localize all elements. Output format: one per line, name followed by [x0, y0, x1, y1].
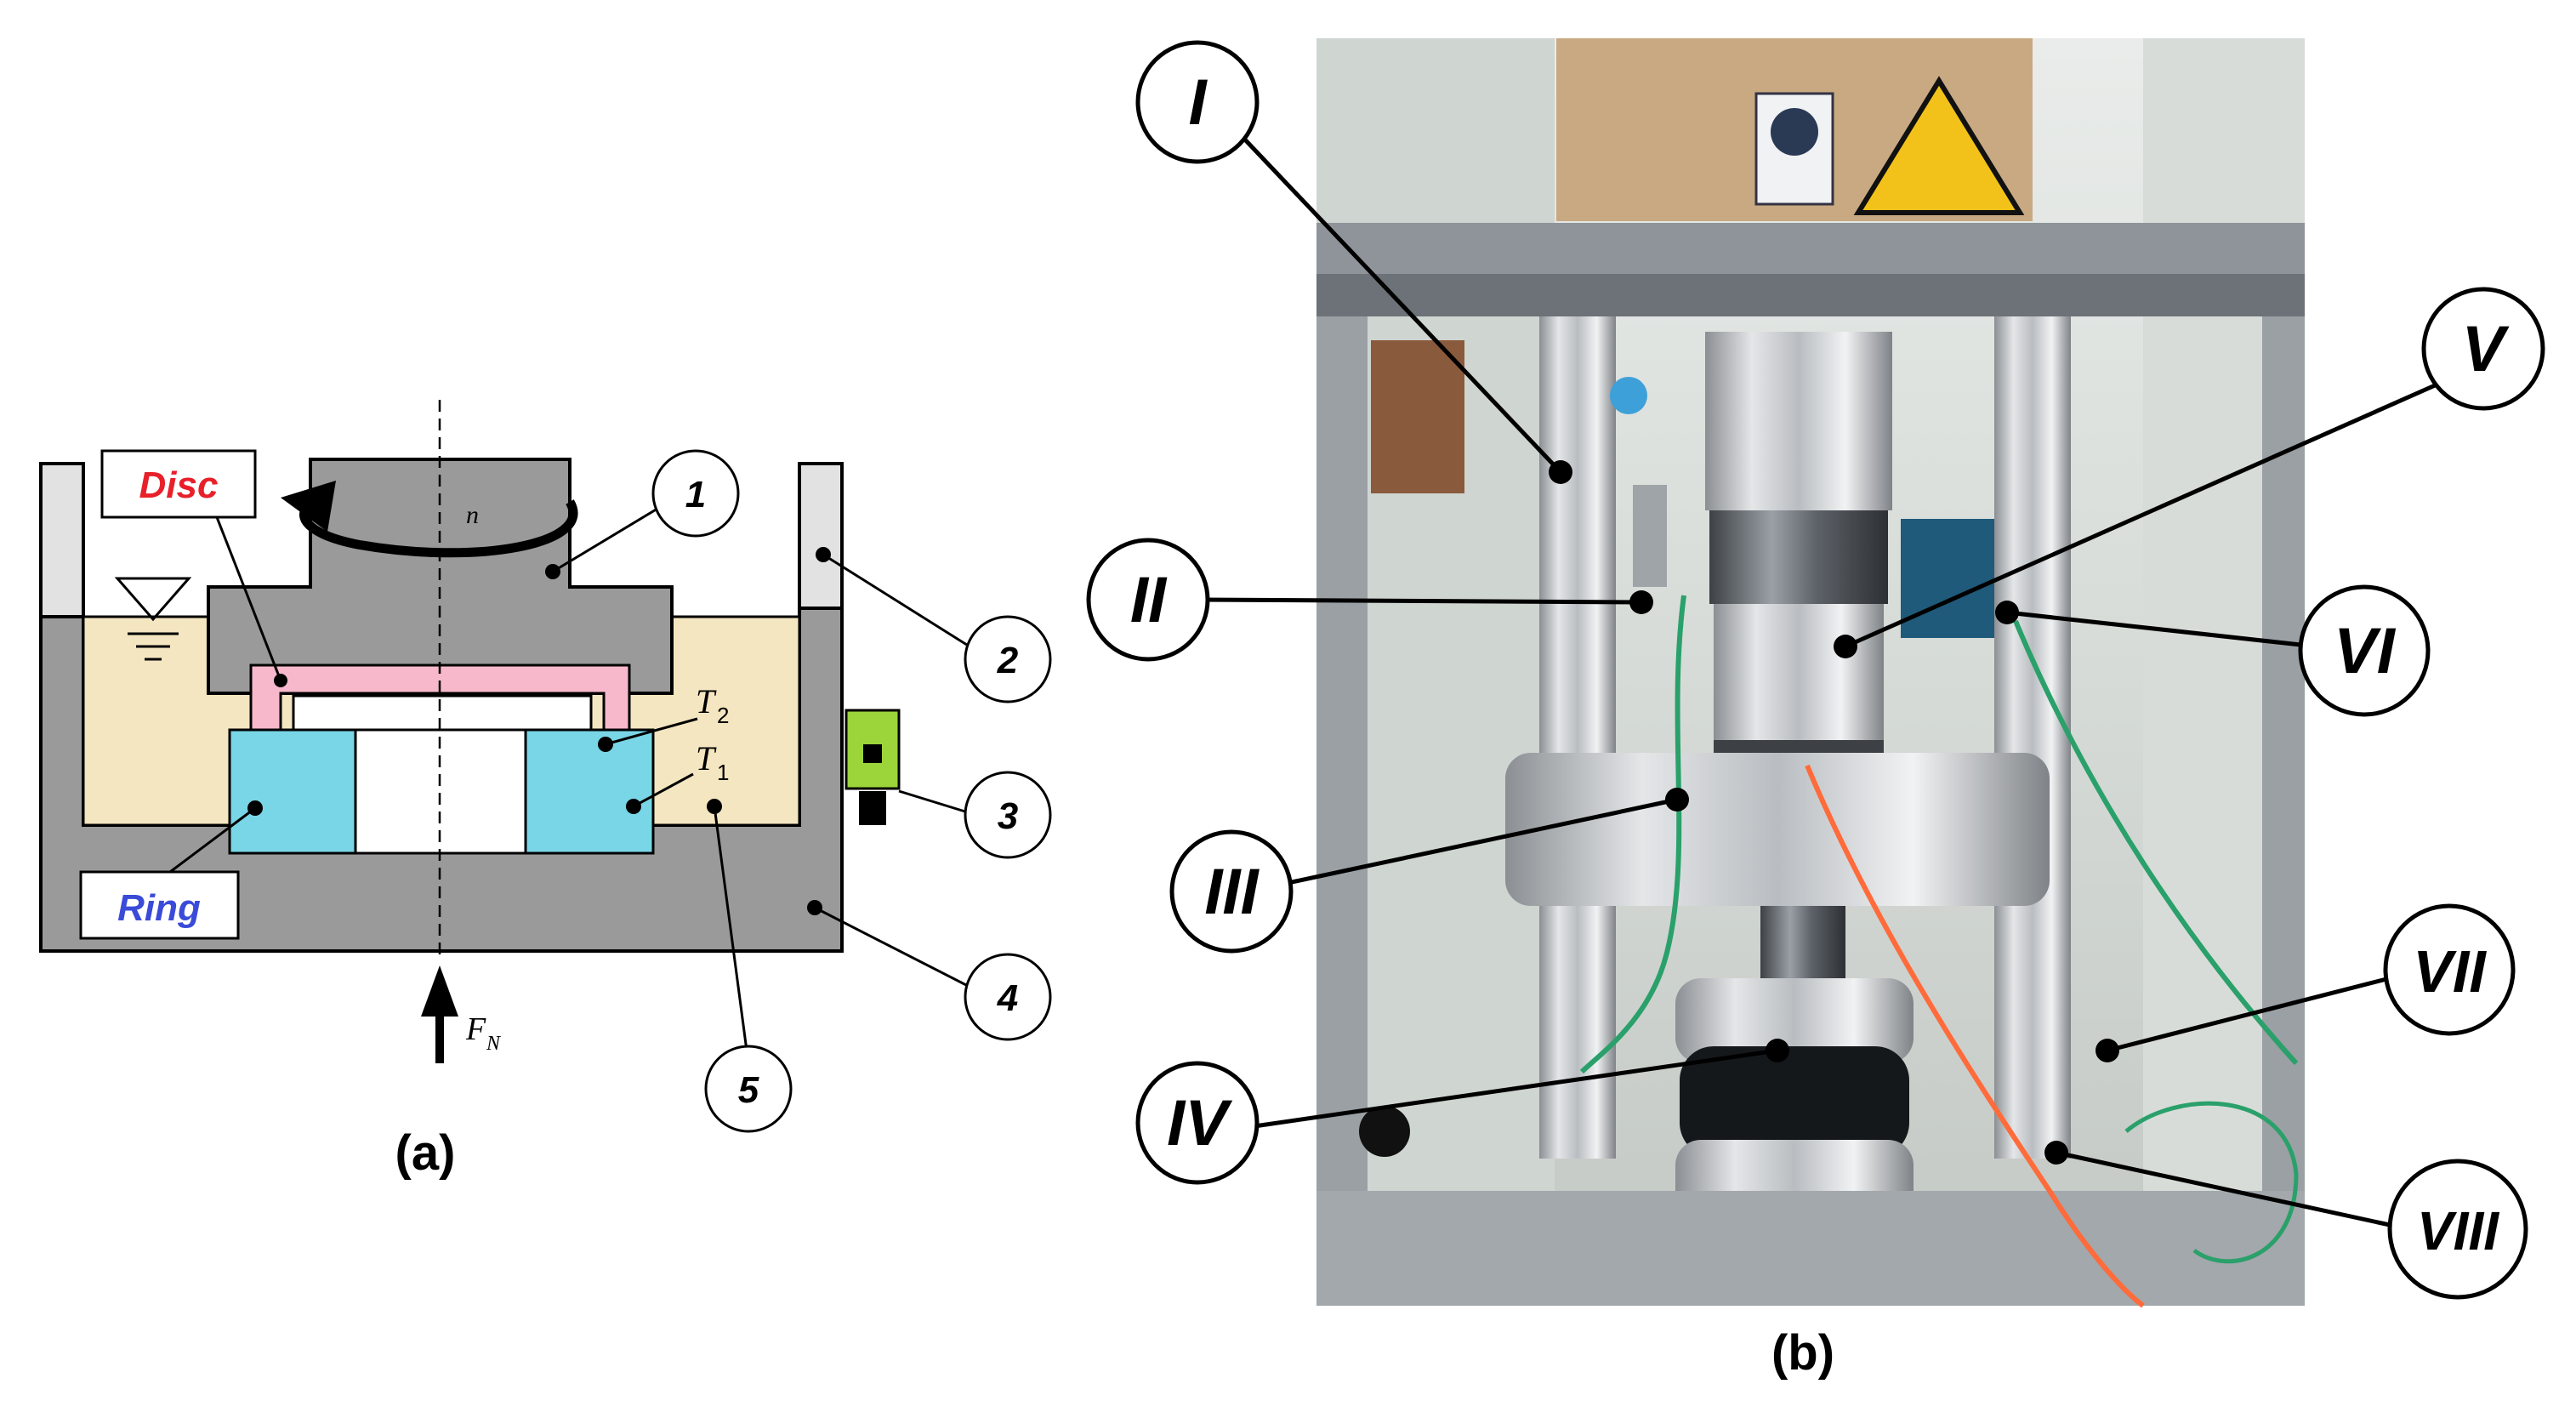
temperature-t2-sub: 2	[717, 703, 729, 728]
disc-label: Disc	[139, 464, 219, 506]
guide-column-right	[1994, 316, 2071, 1159]
ring-specimen-right	[524, 728, 655, 855]
disc-inner-white	[292, 694, 593, 732]
panel-b-photo: I II III IV V V	[1086, 38, 2545, 1381]
svg-text:VIII: VIII	[2417, 1200, 2499, 1261]
svg-text:III: III	[1204, 856, 1260, 928]
callout-5: 5	[704, 799, 793, 1133]
fluid-level-icon	[114, 577, 192, 661]
svg-text:5: 5	[738, 1069, 759, 1111]
housing-wall-left	[39, 462, 85, 618]
air-spring	[1675, 978, 1914, 1063]
callout-V: V	[1834, 287, 2545, 658]
callout-VI: VI	[1995, 584, 2431, 717]
temperature-t1-label: T	[696, 739, 717, 777]
svg-text:V: V	[2462, 313, 2510, 385]
rotation-arrow-icon	[299, 499, 578, 558]
callout-1: 1	[545, 449, 740, 579]
cross-plate	[1505, 753, 2050, 906]
ring-label-box	[79, 870, 240, 940]
svg-text:I: I	[1188, 66, 1208, 139]
coupling	[1714, 604, 1884, 749]
disc-label-box	[100, 449, 257, 519]
normal-force-arrow-icon	[421, 965, 458, 1063]
speed-symbol: n	[466, 501, 479, 529]
guide-column-left	[1539, 316, 1616, 1159]
housing-wall-right	[798, 462, 844, 610]
ring-label: Ring	[117, 887, 201, 929]
panel-a-schematic: n Disc Ring T 2 T 1 1	[39, 400, 1052, 1181]
callout-IV: IV	[1135, 1039, 1789, 1185]
callout-VIII: VIII	[2044, 1141, 2528, 1300]
svg-text:1: 1	[685, 474, 706, 515]
svg-text:IV: IV	[1167, 1087, 1232, 1159]
green-cable	[1579, 595, 1686, 1074]
caption-b: (b)	[1771, 1325, 1834, 1381]
callout-III: III	[1169, 788, 1689, 954]
warning-sign-icon	[1853, 76, 2025, 215]
callout-2: 2	[816, 547, 1052, 703]
svg-text:VI: VI	[2334, 615, 2397, 687]
ring-specimen-left	[228, 728, 357, 855]
force-sub: N	[486, 1033, 502, 1055]
callout-I: I	[1135, 40, 1572, 484]
caption-a: (a)	[395, 1125, 456, 1181]
force-label: F	[465, 1011, 486, 1047]
base-plate	[1316, 1191, 2305, 1306]
temperature-t1-sub: 1	[717, 760, 729, 785]
top-frame-bar	[1316, 223, 2305, 274]
green-cable-right	[2013, 619, 2299, 1066]
svg-text:2: 2	[997, 640, 1019, 681]
svg-text:3: 3	[998, 795, 1018, 837]
svg-text:4: 4	[997, 977, 1018, 1019]
temperature-t2-label: T	[696, 682, 717, 720]
svg-text:II: II	[1130, 564, 1168, 636]
callout-VII: VII	[2095, 903, 2516, 1062]
callout-3: 3	[898, 771, 1052, 859]
callout-II: II	[1086, 538, 1653, 662]
callout-4: 4	[807, 900, 1052, 1041]
svg-text:VII: VII	[2413, 938, 2487, 1005]
orange-cable	[1805, 764, 2145, 1308]
spindle-motor	[1705, 332, 1892, 510]
